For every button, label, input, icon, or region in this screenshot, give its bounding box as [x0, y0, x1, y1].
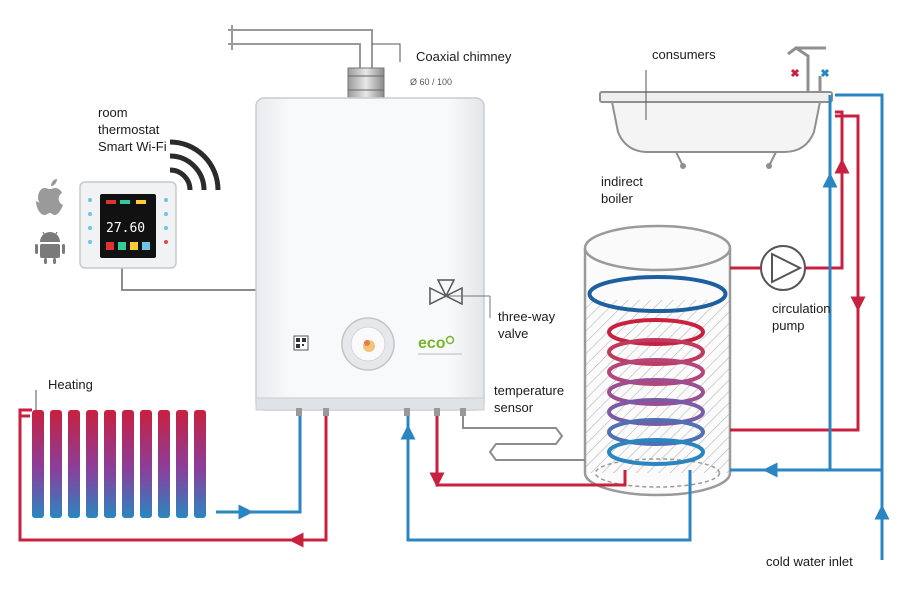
heating-flow-pipe: [216, 416, 302, 514]
cold-pipe-from-coil: [406, 416, 692, 542]
wifi-icon: [169, 139, 221, 191]
coaxial-chimney: [228, 25, 401, 99]
three-way-valve-label-line1: three-way: [498, 309, 556, 324]
bathtub: [599, 70, 833, 169]
faucet: [787, 46, 830, 92]
thermostat-wire: [121, 268, 258, 291]
room-thermostat: 27.60: [79, 181, 177, 269]
room-thermostat-label-line1: room: [98, 105, 128, 120]
android-icon: [35, 231, 65, 264]
radiator: [30, 390, 216, 520]
room-thermostat-label-line3: Smart Wi-Fi: [98, 139, 167, 154]
heating-label: Heating: [48, 377, 93, 392]
indirect-boiler-tank: [583, 224, 732, 497]
hot-tap-icon: [790, 68, 800, 78]
heat-exchanger-coil: [607, 318, 705, 466]
indirect-boiler-label-line2: boiler: [601, 191, 633, 206]
room-thermostat-label-line2: thermostat: [98, 122, 160, 137]
temperature-sensor-cable: [462, 416, 585, 461]
eco-badge: eco: [418, 335, 446, 352]
cold-tap-icon: [820, 68, 830, 78]
coaxial-chimney-label: Coaxial chimney: [416, 49, 512, 64]
heating-return-pipe: [18, 414, 328, 542]
gas-boiler: eco: [255, 97, 485, 416]
cold-water-inlet-pipe: [835, 93, 884, 560]
thermostat-display: 27.60: [106, 221, 145, 236]
chimney-size-label: Ø 60 / 100: [410, 77, 453, 87]
temperature-sensor-label-line2: sensor: [494, 400, 534, 415]
circulation-pump: [760, 245, 806, 291]
three-way-valve-icon: [429, 279, 491, 318]
circulation-pump-label-line1: circulation: [772, 301, 831, 316]
consumers-label: consumers: [652, 47, 716, 62]
temperature-sensor-label-line1: temperature: [494, 383, 565, 398]
qr-code: [293, 335, 309, 351]
indirect-boiler-label-line1: indirect: [601, 174, 643, 189]
apple-icon: [36, 179, 63, 215]
three-way-valve-label-line2: valve: [498, 326, 529, 341]
circulation-pump-label-line2: pump: [772, 318, 805, 333]
cold-water-inlet-label: cold water inlet: [766, 554, 853, 569]
